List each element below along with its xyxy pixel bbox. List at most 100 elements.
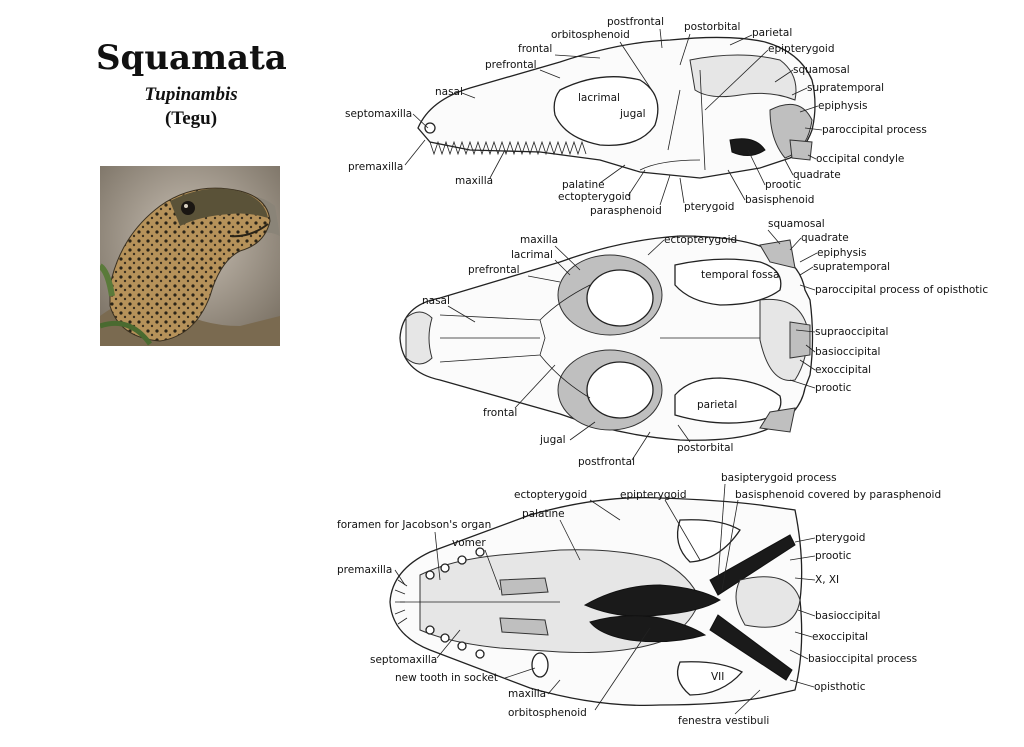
ven-leader-prootic	[789, 555, 816, 561]
dor-leader-frontal	[514, 364, 556, 409]
lat-label-parietal: parietal	[752, 27, 792, 39]
ven-label-exoccipital: exoccipital	[812, 631, 868, 643]
ven-label-foramen-jacobson: foramen for Jacobson's organ	[337, 519, 491, 531]
lat-label-jugal: jugal	[619, 108, 646, 120]
lat-label-occipital-condyle: occipital condyle	[816, 153, 904, 165]
lat-label-paroccipital-process: paroccipital process	[822, 124, 927, 136]
lat-leader-parietal	[729, 34, 753, 46]
dor-label-paroccipital: paroccipital process of opisthotic	[815, 284, 988, 296]
ven-leader-maxilla	[547, 679, 561, 695]
ven-label-maxilla: maxilla	[508, 688, 546, 700]
dor-leader-postorbital	[677, 424, 691, 443]
dor-label-maxilla: maxilla	[520, 234, 558, 246]
lat-label-postorbital: postorbital	[684, 21, 740, 33]
dor-label-postfrontal: postfrontal	[578, 456, 635, 468]
dor-label-postorbital: postorbital	[677, 442, 733, 454]
ven-leader-basipterygoid-process	[717, 483, 726, 581]
dor-leader-prootic	[789, 379, 816, 389]
lat-leader-postorbital	[679, 33, 691, 66]
lat-label-quadrate: quadrate	[793, 169, 841, 181]
dor-leader-jugal	[569, 421, 596, 441]
ven-label-vomer: vomer	[452, 537, 486, 549]
lat-label-ectopterygoid: ectopterygoid	[558, 191, 631, 203]
dor-label-prefrontal: prefrontal	[468, 264, 520, 276]
lat-label-pterygoid: pterygoid	[684, 201, 734, 213]
ven-label-pterygoid: pterygoid	[815, 532, 865, 544]
dor-leader-basioccipital	[805, 344, 816, 353]
ven-label-new-tooth: new tooth in socket	[395, 672, 498, 684]
lat-leader-postfrontal	[659, 28, 663, 49]
dor-label-epiphysis: epiphysis	[817, 247, 866, 259]
lat-leader-epipterygoid	[704, 49, 769, 111]
dor-leader-exoccipital	[799, 359, 816, 371]
dor-leader-ectopterygoid	[647, 239, 665, 256]
lat-leader-frontal	[554, 54, 601, 59]
dor-label-ectopterygoid: ectopterygoid	[664, 234, 737, 246]
ven-label-orbitosphenoid: orbitosphenoid	[508, 707, 587, 719]
lat-label-premaxilla: premaxilla	[348, 161, 403, 173]
lat-leader-basisphenoid	[727, 169, 746, 201]
ven-leader-septomaxilla	[436, 629, 461, 659]
lat-label-prootic: prootic	[765, 179, 802, 191]
ven-label-premaxilla: premaxilla	[337, 564, 392, 576]
common-name: (Tegu)	[164, 108, 218, 129]
lat-label-prefrontal: prefrontal	[485, 59, 537, 71]
dor-label-jugal: jugal	[539, 434, 566, 446]
ven-leader-fenestra-vestibuli	[734, 689, 761, 715]
ven-label-opisthotic: opisthotic	[814, 681, 866, 693]
dor-label-basioccipital: basioccipital	[815, 346, 880, 358]
lat-label-septomaxilla: septomaxilla	[345, 108, 412, 120]
ven-leader-basioccipital-process	[789, 649, 809, 660]
ven-label-basioccipital: basioccipital	[815, 610, 880, 622]
dor-label-prootic: prootic	[815, 382, 852, 394]
lat-leader-nasal	[461, 92, 476, 99]
ven-leader-x-xi	[794, 577, 816, 581]
ven-leader-new-tooth	[504, 667, 536, 679]
ven-leader-premaxilla	[394, 569, 406, 586]
ventral-skull-view	[389, 496, 803, 707]
lat-leader-prootic	[747, 149, 766, 186]
lateral-skull-view	[417, 36, 816, 179]
dor-leader-lacrimal	[554, 259, 571, 276]
dor-label-supratemporal: supratemporal	[813, 261, 890, 273]
lat-leader-squamosal	[774, 69, 794, 83]
ven-leader-palatine	[559, 519, 581, 561]
ven-label-vii: VII	[711, 671, 724, 683]
slide-title: Squamata	[96, 38, 287, 78]
ven-label-x-xi: X, XI	[815, 574, 839, 586]
dorsal-skull-view	[399, 235, 814, 441]
lat-leader-occipital-condyle	[807, 154, 817, 160]
lat-label-lacrimal: lacrimal	[578, 92, 620, 104]
lat-leader-parasphenoid	[659, 174, 671, 206]
lat-leader-septomaxilla	[412, 113, 429, 129]
lat-leader-palatine	[599, 164, 626, 184]
lat-label-parasphenoid: parasphenoid	[590, 205, 662, 217]
ven-leader-basisphenoid	[721, 499, 739, 591]
ven-label-ectopterygoid: ectopterygoid	[514, 489, 587, 501]
lat-leader-orbitosphenoid	[619, 41, 656, 96]
dorsal-labels: maxilla ectopterygoid squamosal lacrimal…	[422, 218, 988, 468]
ven-leader-ectopterygoid	[589, 499, 621, 521]
dor-leader-maxilla	[554, 245, 581, 271]
dor-label-lacrimal: lacrimal	[511, 249, 553, 261]
ven-leader-exoccipital	[794, 631, 813, 638]
ven-label-prootic: prootic	[815, 550, 852, 562]
ven-label-basisphenoid: basisphenoid covered by parasphenoid	[735, 489, 941, 501]
ven-leader-opisthotic	[789, 679, 815, 688]
ven-label-basioccipital-process: basioccipital process	[808, 653, 917, 665]
ven-label-palatine: palatine	[522, 508, 565, 520]
lat-label-nasal: nasal	[435, 86, 463, 98]
dor-label-quadrate: quadrate	[801, 232, 849, 244]
dor-label-frontal: frontal	[483, 407, 517, 419]
lat-leader-prefrontal	[539, 69, 561, 79]
ven-leader-epipterygoid	[664, 499, 701, 561]
dor-leader-nasal	[447, 305, 476, 323]
dor-leader-quadrate	[789, 237, 802, 251]
lat-label-frontal: frontal	[518, 43, 552, 55]
dor-leader-supraoccipital	[795, 329, 816, 333]
lat-leader-premaxilla	[404, 139, 426, 166]
lat-label-postfrontal: postfrontal	[607, 16, 664, 28]
dor-leader-supratemporal	[799, 266, 814, 276]
dor-label-temporal-fossa: temporal fossa	[701, 269, 779, 281]
